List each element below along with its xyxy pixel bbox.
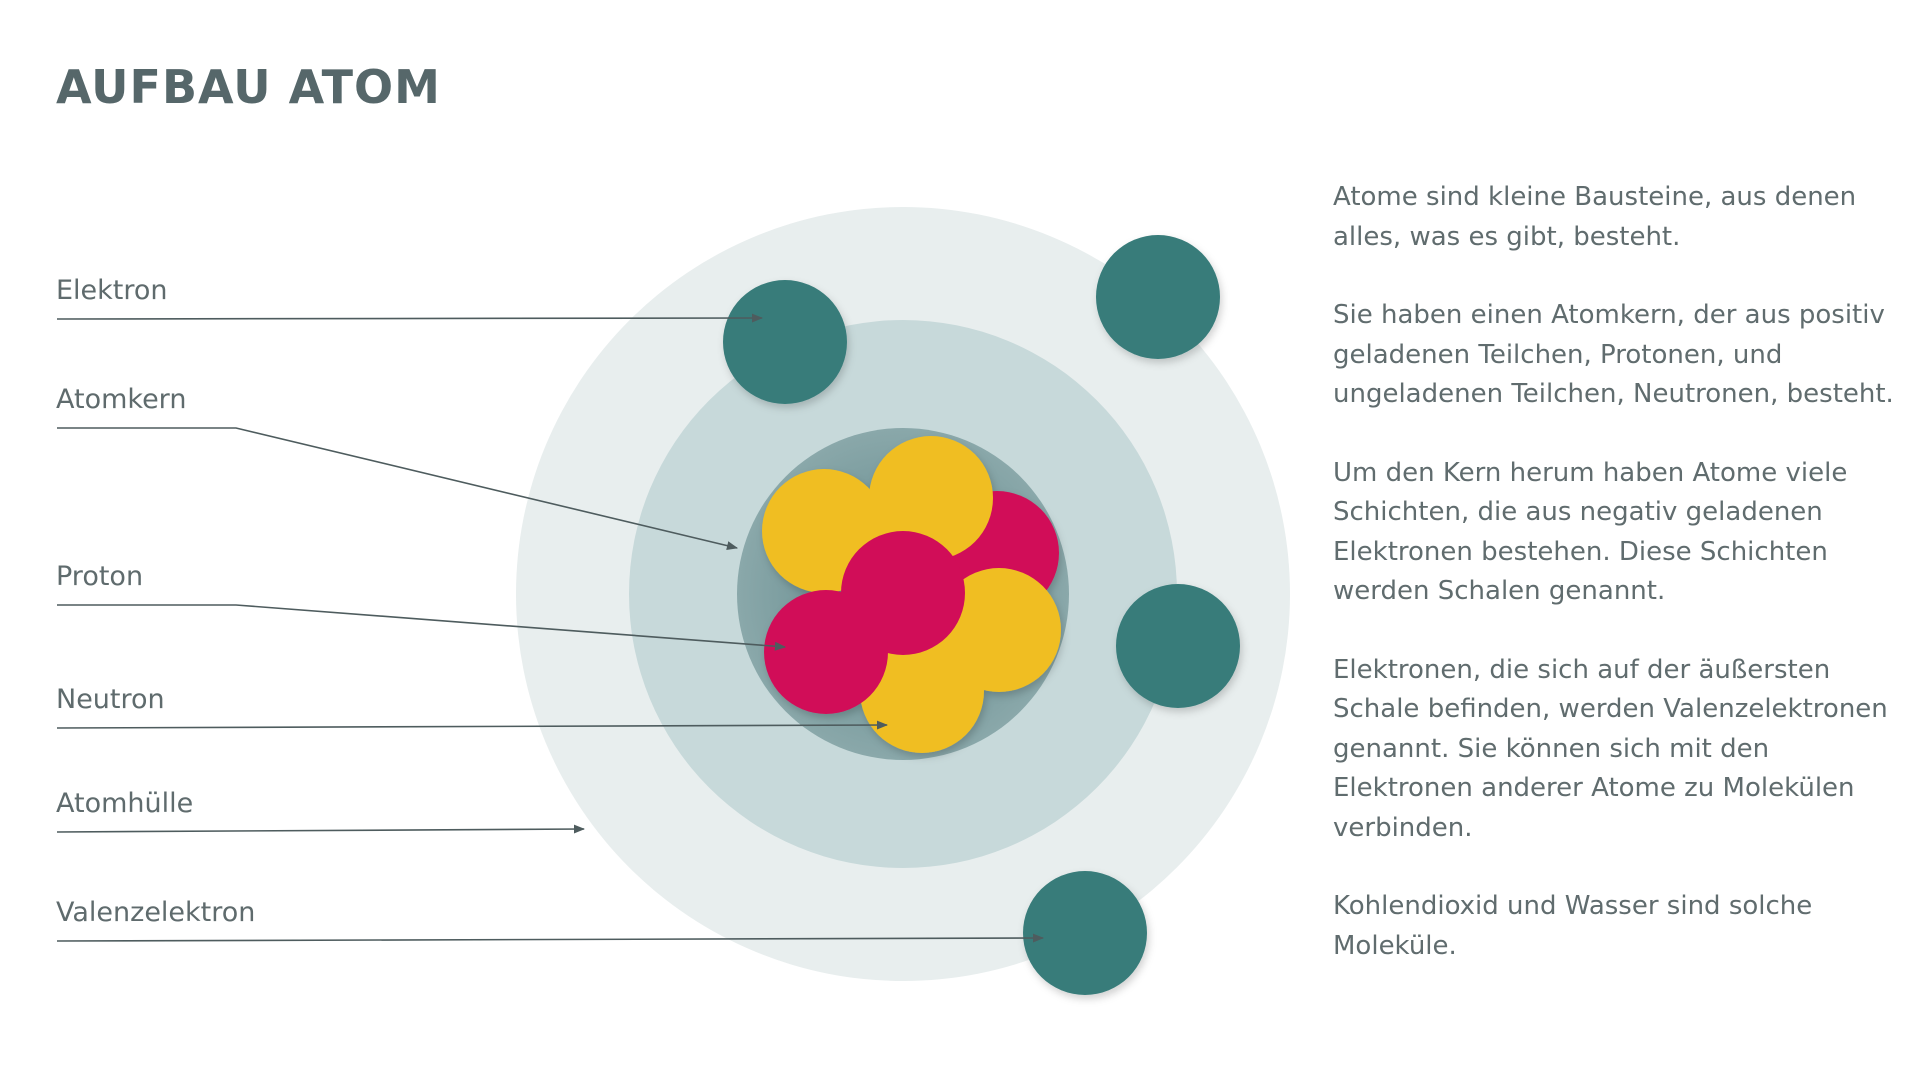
paragraph: Elektronen, die sich auf der äußersten S…	[1333, 651, 1903, 849]
leader-atomhuelle	[57, 829, 584, 832]
paragraph: Atome sind kleine Bausteine, aus denen a…	[1333, 178, 1903, 257]
description-text: Atome sind kleine Bausteine, aus denen a…	[1333, 178, 1903, 1005]
electron	[723, 280, 847, 404]
valence-electron	[1116, 584, 1240, 708]
paragraph: Um den Kern herum haben Atome viele Schi…	[1333, 454, 1903, 612]
valence-electron	[1096, 235, 1220, 359]
proton	[764, 590, 888, 714]
paragraph: Kohlendioxid und Wasser sind solche Mole…	[1333, 887, 1903, 966]
valence-electron	[1023, 871, 1147, 995]
paragraph: Sie haben einen Atomkern, der aus positi…	[1333, 296, 1903, 415]
leader-elektron	[57, 318, 762, 319]
